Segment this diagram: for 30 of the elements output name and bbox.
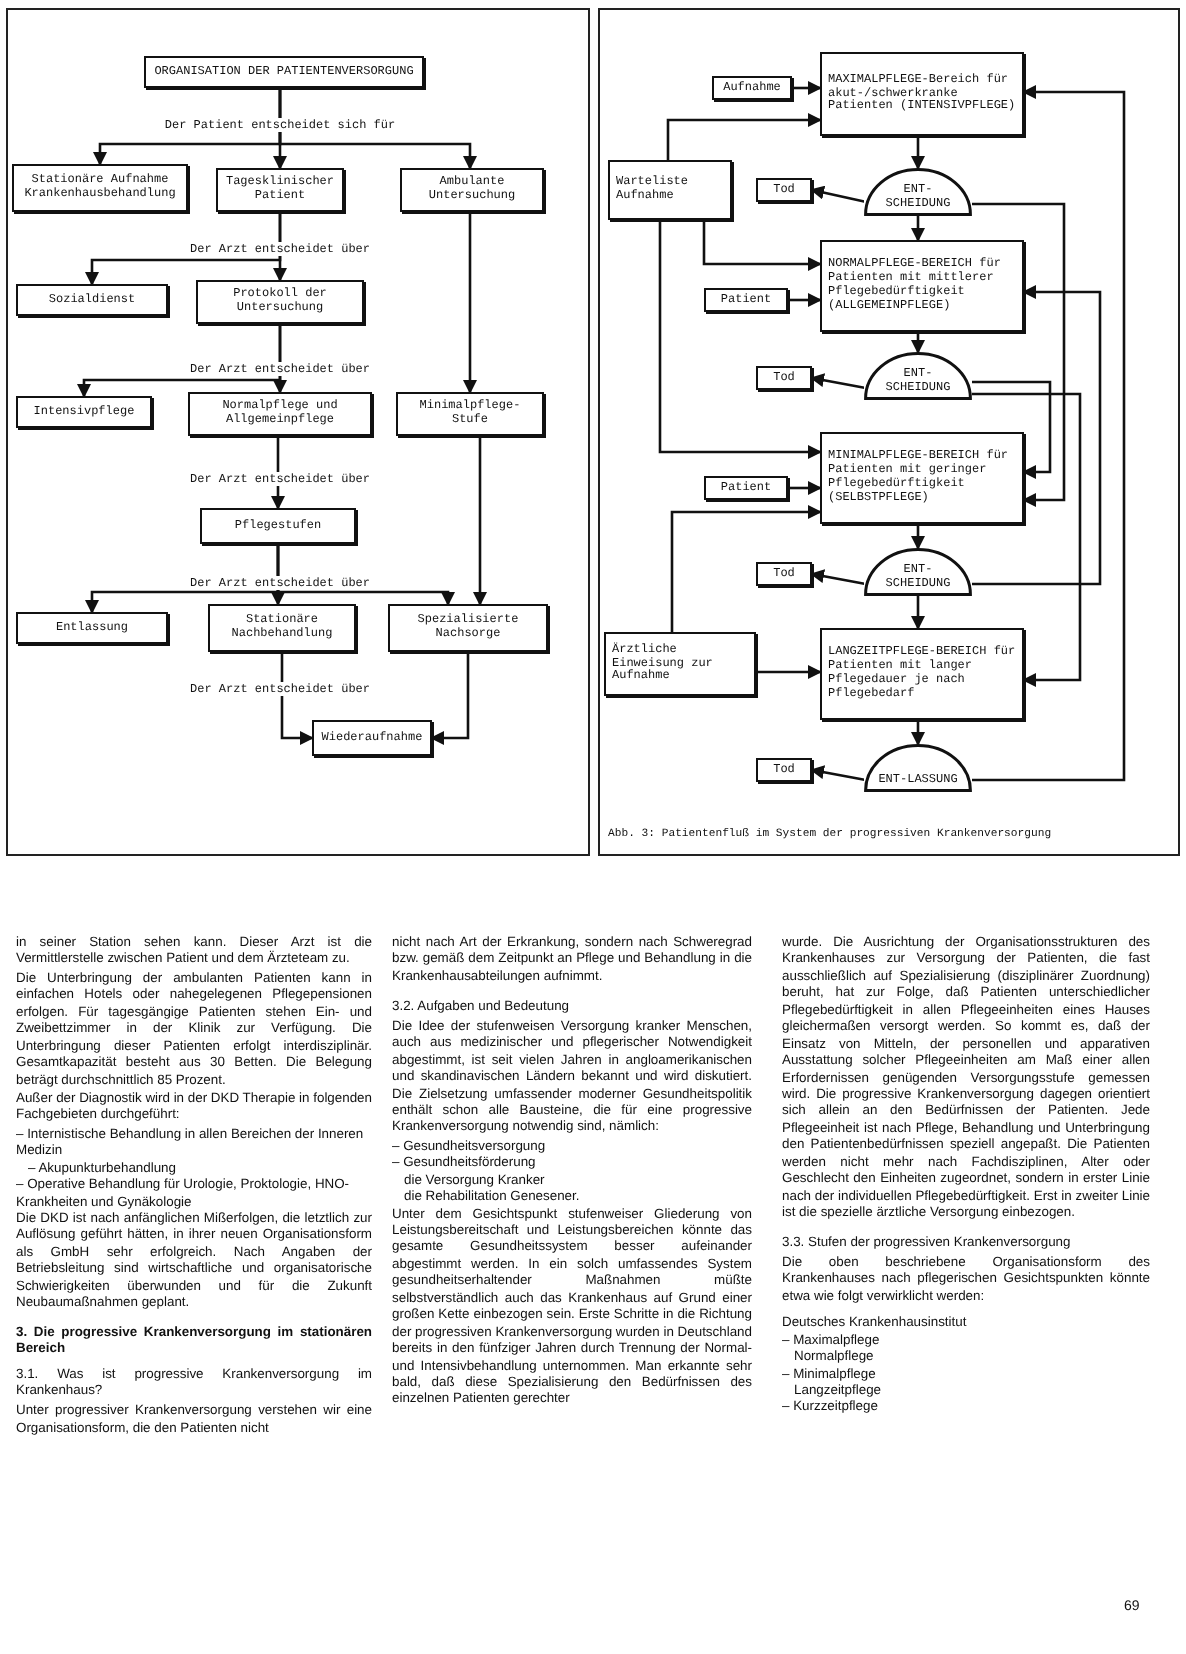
arrow: [788, 481, 822, 495]
arrow: [273, 212, 287, 282]
arrow: [968, 380, 1052, 479]
arrow: [911, 332, 925, 354]
arrow: [666, 113, 822, 160]
arrow: [810, 765, 866, 782]
arrow: [670, 505, 822, 632]
arrow: [911, 720, 925, 746]
arrow: [792, 81, 822, 95]
arrow: [278, 88, 477, 170]
arrow: [463, 212, 477, 394]
arrow: [970, 285, 1102, 586]
arrow: [810, 373, 866, 390]
arrow: [911, 216, 925, 242]
arrow: [810, 569, 866, 586]
arrow: [911, 524, 925, 550]
arrow: [970, 202, 1066, 507]
arrow: [970, 85, 1126, 782]
arrow: [756, 665, 822, 679]
arrow: [911, 596, 925, 630]
arrow: [788, 293, 822, 307]
arrow: [276, 544, 455, 606]
arrow: [702, 220, 822, 271]
arrow: [810, 185, 867, 204]
arrow: [911, 136, 925, 170]
arrow: [971, 392, 1082, 687]
arrow: [658, 220, 822, 459]
arrow: [473, 436, 487, 606]
arrow: [430, 652, 470, 745]
arrow: [280, 652, 314, 745]
